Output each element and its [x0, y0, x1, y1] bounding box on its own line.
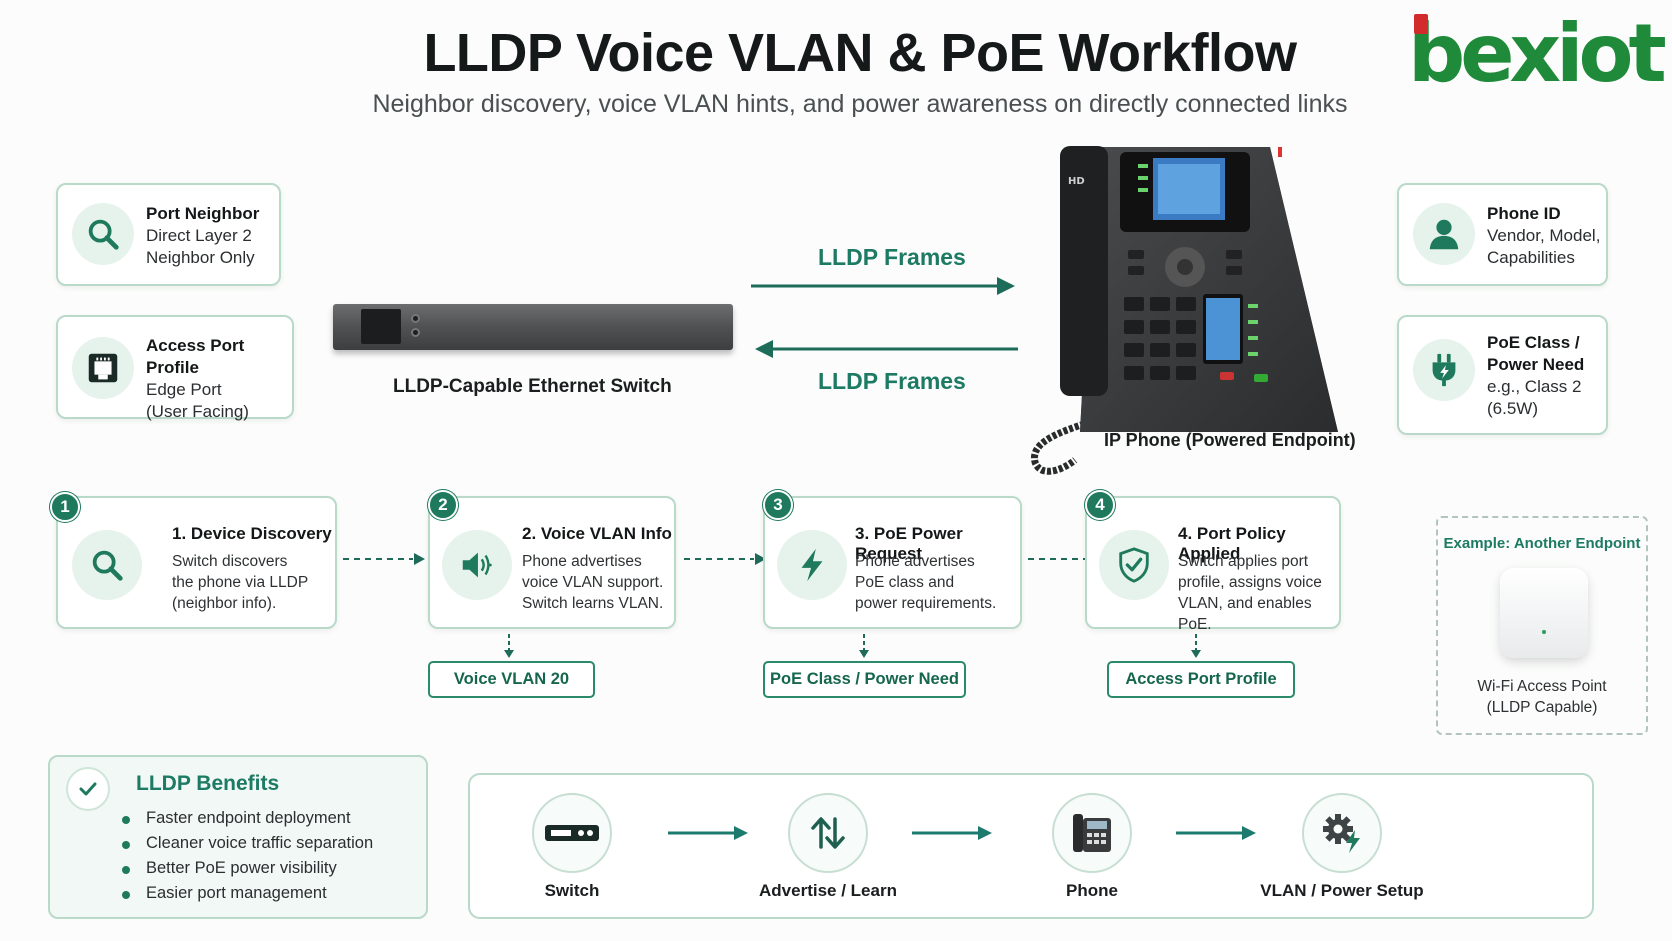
phone-id-line: Capabilities: [1487, 248, 1575, 267]
speaker-icon: [442, 530, 512, 600]
step-title: 2. Voice VLAN Info: [522, 524, 672, 543]
step-number-badge: 1: [50, 492, 80, 522]
down-arrow-icon: [504, 634, 514, 658]
port-neighbor-card: Port Neighbor Direct Layer 2 Neighbor On…: [56, 183, 281, 286]
step-number-badge: 3: [763, 490, 793, 520]
step-card-port-policy: 4. Port Policy Applied Switch applies po…: [1085, 496, 1341, 633]
flow-label: Phone: [1066, 881, 1118, 900]
poe-class-result: PoE Class / Power Need: [763, 661, 966, 698]
arrow-right-icon: [912, 826, 992, 840]
example-description: Wi-Fi Access Point(LLDP Capable): [1477, 678, 1607, 716]
benefit-item: Faster endpoint deployment: [122, 809, 351, 827]
up-down-arrows-icon: [788, 793, 868, 873]
access-port-profile-line: (User Facing): [146, 402, 249, 421]
example-title: Example: Another Endpoint: [1443, 535, 1641, 552]
benefits-title: LLDP Benefits: [136, 772, 280, 795]
ethernet-port-icon: [72, 337, 134, 399]
benefit-item: Cleaner voice traffic separation: [121, 834, 374, 852]
search-icon: [72, 203, 134, 265]
phone-id-card: Phone ID Vendor, Model, Capabilities: [1397, 183, 1608, 286]
poe-class-line: (6.5W): [1487, 399, 1538, 418]
brand-logo: bexiot: [1408, 7, 1667, 100]
poe-class-title: Power Need: [1487, 355, 1585, 374]
step-number-badge: 2: [428, 490, 458, 520]
phone-id-line: Vendor, Model,: [1487, 226, 1601, 245]
switch-led: [411, 328, 420, 337]
arrow-right-icon: [668, 826, 748, 840]
checkmark-icon: [66, 767, 110, 811]
ethernet-switch-image: [333, 304, 733, 350]
lightning-bolt-icon: [777, 530, 847, 600]
arrow-right-icon: [1176, 826, 1256, 840]
access-port-profile-line: Edge Port: [146, 380, 222, 399]
switch-icon: [532, 793, 612, 873]
step-title: 1. Device Discovery: [172, 524, 332, 543]
down-arrow-icon: [1191, 634, 1201, 658]
flow-label: VLAN / Power Setup: [1260, 881, 1424, 900]
page-subtitle: Neighbor discovery, voice VLAN hints, an…: [372, 90, 1348, 118]
phone-hd-badge: HD: [1068, 176, 1085, 187]
poe-class-card: PoE Class / Power Need e.g., Class 2 (6.…: [1397, 315, 1608, 435]
logo-text: bexiot: [1408, 7, 1667, 100]
logo-flag-mark: [1414, 14, 1428, 34]
benefit-item: Better PoE power visibility: [122, 859, 337, 877]
dashed-arrow-icon: [343, 553, 425, 565]
flow-label: Switch: [544, 881, 600, 900]
port-neighbor-title: Port Neighbor: [146, 204, 260, 223]
person-icon: [1413, 203, 1475, 265]
flow-label: Advertise / Learn: [759, 881, 897, 900]
down-arrow-icon: [859, 634, 869, 658]
access-port-profile-result: Access Port Profile: [1107, 661, 1295, 698]
voice-vlan-result: Voice VLAN 20: [428, 661, 595, 698]
lldp-benefits-panel: LLDP Benefits Faster endpoint deployment…: [48, 755, 428, 919]
wifi-access-point-image: [1500, 568, 1588, 658]
gear-bolt-icon: [1302, 793, 1382, 873]
step-title: 4. Port Policy Applied: [1178, 524, 1286, 563]
page-title: LLDP Voice VLAN & PoE Workflow: [423, 23, 1297, 83]
switch-led: [411, 314, 420, 323]
step-title: 3. PoE Power Request: [855, 524, 963, 563]
poe-class-line: e.g., Class 2: [1487, 377, 1582, 396]
access-port-profile-title: Access Port Profile: [146, 336, 245, 377]
lldp-frames-label-bottom: LLDP Frames: [818, 368, 966, 394]
shield-check-icon: [1099, 530, 1169, 600]
port-neighbor-line: Neighbor Only: [146, 248, 255, 267]
ip-phone-image: HD: [1031, 146, 1338, 475]
arrow-left-icon: [755, 340, 1018, 358]
phone-id-title: Phone ID: [1487, 204, 1561, 223]
phone-label: IP Phone (Powered Endpoint): [1104, 430, 1356, 450]
power-plug-icon: [1413, 339, 1475, 401]
port-neighbor-line: Direct Layer 2: [146, 226, 252, 245]
search-icon: [72, 530, 142, 600]
step-number-badge: 4: [1085, 490, 1115, 520]
benefit-item: Easier port management: [122, 884, 327, 902]
dashed-arrow-icon: [684, 553, 766, 565]
poe-class-title: PoE Class /: [1487, 333, 1580, 352]
switch-label: LLDP-Capable Ethernet Switch: [393, 376, 672, 397]
access-port-profile-card: Access Port Profile Edge Port (User Faci…: [56, 315, 294, 421]
example-endpoint-box: Example: Another Endpoint Wi-Fi Access P…: [1436, 516, 1648, 735]
arrow-right-icon: [751, 277, 1015, 295]
switch-port-panel: [361, 309, 401, 344]
workflow-summary-panel: Switch Advertise / Learn Phone VLAN / Po…: [468, 773, 1594, 919]
desk-phone-icon: [1052, 793, 1132, 873]
lldp-frames-label-top: LLDP Frames: [818, 244, 966, 270]
